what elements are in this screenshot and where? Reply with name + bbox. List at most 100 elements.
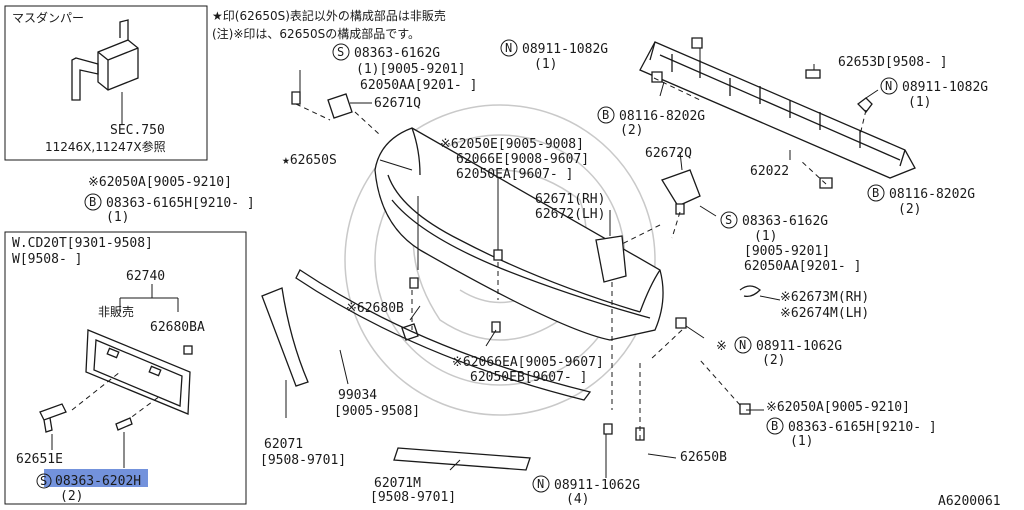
plate-clip-62651E[interactable]	[39, 403, 67, 433]
nut-08911-1082G-right[interactable]	[857, 97, 873, 113]
n-symbol-icon	[500, 39, 518, 57]
callout-62050A-right[interactable]: ※62050A[9005-9210]	[766, 400, 910, 415]
callout-08363-6165H-left[interactable]: 08363-6165H[9210- ]	[106, 196, 255, 211]
callout-08911-1062G-right-qty: (2)	[762, 353, 785, 368]
fastener-62050E[interactable]	[493, 249, 503, 261]
b-symbol-icon	[84, 193, 102, 211]
callout-62071M-range: [9508-9701]	[370, 490, 456, 505]
nut-08911-1062G-right[interactable]	[675, 317, 687, 329]
svg-text:B: B	[89, 195, 96, 209]
callout-62066EA[interactable]: ※62066EA[9005-9607]	[452, 355, 604, 370]
fastener-62050A-right[interactable]	[739, 403, 751, 415]
plate-bolt[interactable]	[115, 417, 133, 431]
callout-08116-8202G-lower-qty: (2)	[898, 202, 921, 217]
clip-62680B[interactable]	[401, 323, 419, 341]
callout-62653D[interactable]: 62653D[9508- ]	[838, 55, 948, 70]
callout-08911-1082G[interactable]: 08911-1082G	[522, 42, 608, 57]
bracket-62672Q[interactable]	[661, 169, 701, 207]
fastener-62050A-left[interactable]	[409, 277, 419, 289]
clip-62673M[interactable]	[739, 285, 761, 298]
plate-bolt-qty: (2)	[60, 489, 83, 504]
diagram-code: A6200061	[938, 494, 1001, 509]
callout-99034-range: [9005-9508]	[334, 404, 420, 419]
callout-62066E[interactable]: 62066E[9008-9607]	[456, 152, 589, 167]
callout-62050EA[interactable]: 62050EA[9607- ]	[456, 167, 573, 182]
clip-62680BA[interactable]	[183, 345, 193, 355]
not-sold-label: 非販売	[98, 304, 134, 319]
s-symbol-icon	[720, 211, 738, 229]
note-line-2: (注)※印は、62650Sの構成部品です。	[212, 26, 420, 41]
part-62653D[interactable]	[805, 69, 821, 79]
fastener-62066EA[interactable]	[491, 321, 501, 333]
nut-08911-1082G-top[interactable]	[691, 37, 703, 49]
callout-08363-6165H-left-qty: (1)	[106, 210, 129, 225]
callout-62050A-left[interactable]: ※62050A[9005-9210]	[88, 175, 232, 190]
svg-text:B: B	[771, 419, 778, 433]
side-bracket-62671[interactable]	[595, 235, 627, 283]
callout-62650S[interactable]: ★62650S	[282, 153, 337, 168]
callout-62650B[interactable]: 62650B	[680, 450, 727, 465]
callout-08911-1082G-qty: (1)	[534, 57, 557, 72]
nut-08911-1062G-bottom[interactable]	[603, 423, 613, 435]
callout-08911-1062G-bottom-qty: (4)	[566, 492, 589, 507]
callout-62672Q[interactable]: 62672Q	[645, 146, 692, 161]
note-line-1: ★印(62650S)表記以外の構成部品は非販売	[212, 8, 446, 23]
callout-08363-6165H-right[interactable]: 08363-6165H[9210- ]	[788, 420, 937, 435]
bolt-08116-lower[interactable]	[819, 177, 833, 189]
inset-damper-title: マスダンパー	[12, 10, 84, 25]
strip-62071M[interactable]	[393, 447, 531, 471]
svg-text:S: S	[725, 213, 732, 227]
bolt-62650B[interactable]	[635, 427, 645, 441]
callout-08911-1062G-bottom[interactable]: 08911-1062G	[554, 478, 640, 493]
svg-text:S: S	[337, 45, 344, 59]
callout-62050E[interactable]: ※62050E[9005-9008]	[440, 137, 584, 152]
callout-62071[interactable]: 62071	[264, 437, 303, 452]
mass-damper-part[interactable]	[71, 19, 139, 101]
callout-62671-rh[interactable]: 62671(RH)	[535, 192, 605, 207]
bolt-08116-upper[interactable]	[651, 71, 663, 83]
callout-62071-range: [9508-9701]	[260, 453, 346, 468]
callout-62674M[interactable]: ※62674M(LH)	[780, 306, 869, 321]
n-symbol-icon	[880, 77, 898, 95]
license-plate-bracket[interactable]	[85, 329, 191, 415]
svg-text:B: B	[872, 186, 879, 200]
inset-damper-ref1: SEC.750	[110, 123, 165, 138]
screw-08363-6162G-left[interactable]	[291, 91, 301, 105]
bumper-reinforcement-62022[interactable]	[639, 41, 916, 179]
svg-text:N: N	[885, 79, 892, 93]
inset-damper-ref2: 11246X,11247X参照	[45, 139, 166, 154]
callout-62680B[interactable]: ※62680B	[346, 301, 404, 316]
inset-mass-damper: マスダンパー SEC.750 11246X,11247X参照	[4, 5, 208, 161]
s-symbol-icon	[36, 473, 52, 489]
svg-text:N: N	[537, 477, 544, 491]
callout-08116-8202G-qty: (2)	[620, 123, 643, 138]
callout-08911-1062G-right[interactable]: 08911-1062G	[756, 339, 842, 354]
bracket-62671Q[interactable]	[327, 93, 353, 119]
callout-62050AA[interactable]: 62050AA[9201- ]	[360, 78, 477, 93]
callout-08363-6162G[interactable]: 08363-6162G	[354, 46, 440, 61]
callout-62071M[interactable]: 62071M	[374, 476, 421, 491]
callout-08363-6162G-right-range: [9005-9201]	[744, 244, 830, 259]
callout-62671Q[interactable]: 62671Q	[374, 96, 421, 111]
callout-62022[interactable]: 62022	[750, 164, 789, 179]
callout-08116-8202G[interactable]: 08116-8202G	[619, 109, 705, 124]
n-symbol-icon	[734, 336, 752, 354]
callout-08116-8202G-lower[interactable]: 08116-8202G	[889, 187, 975, 202]
b-symbol-icon	[597, 106, 615, 124]
plate-bolt-code[interactable]: 08363-6202H	[55, 474, 141, 489]
callout-08363-6165H-right-qty: (1)	[790, 434, 813, 449]
callout-62672-lh[interactable]: 62672(LH)	[535, 207, 605, 222]
strip-62071[interactable]	[261, 287, 309, 387]
callout-99034[interactable]: 99034	[338, 388, 377, 403]
molding-99034[interactable]	[295, 269, 592, 401]
screw-08363-6162G-right[interactable]	[675, 203, 685, 215]
b-symbol-icon	[867, 184, 885, 202]
svg-text:N: N	[505, 41, 512, 55]
callout-08363-6162G-right[interactable]: 08363-6162G	[742, 214, 828, 229]
callout-08911-1082G-right[interactable]: 08911-1082G	[902, 80, 988, 95]
callout-62673M[interactable]: ※62673M(RH)	[780, 290, 869, 305]
callout-62050AA-right[interactable]: 62050AA[9201- ]	[744, 259, 861, 274]
callout-62050EB[interactable]: 62050EB[9607- ]	[470, 370, 587, 385]
bumper-fascia-62650S[interactable]	[374, 127, 664, 341]
part-62740-label: 62740	[126, 269, 165, 284]
